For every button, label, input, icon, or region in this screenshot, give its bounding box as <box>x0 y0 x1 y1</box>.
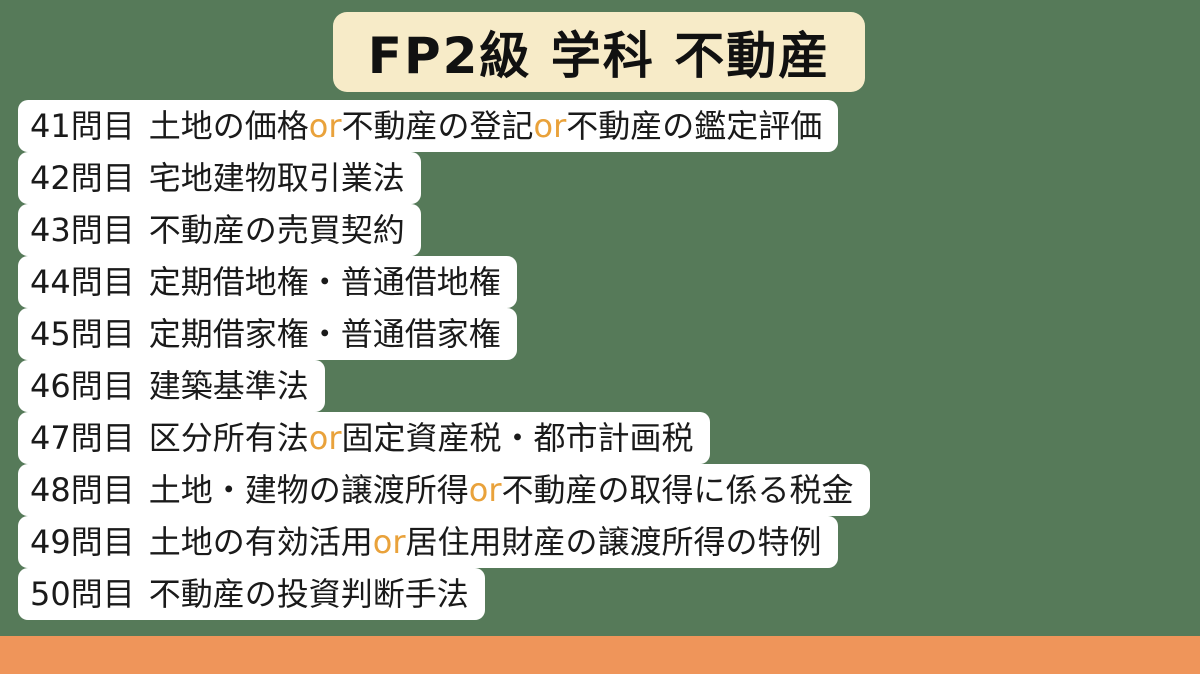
topic-text: 不動産の登記 <box>341 107 534 145</box>
topic-text: 不動産の売買契約 <box>148 211 405 249</box>
question-number: 47問目 <box>30 419 135 457</box>
topic-text: 不動産の投資判断手法 <box>148 575 469 613</box>
topic-text: 宅地建物取引業法 <box>148 159 405 197</box>
question-number: 46問目 <box>30 367 135 405</box>
or-connector: or <box>372 523 406 561</box>
topic-text: 区分所有法 <box>148 419 309 457</box>
topic-text: 定期借家権・普通借家権 <box>148 315 501 353</box>
topic-text: 土地の有効活用 <box>148 523 373 561</box>
topic-text: 土地の価格 <box>148 107 309 145</box>
page-title-text: FP2級 学科 不動産 <box>367 27 831 85</box>
or-connector: or <box>533 107 567 145</box>
topic-text: 土地・建物の譲渡所得 <box>148 471 469 509</box>
question-number: 42問目 <box>30 159 135 197</box>
list-item: 48問目土地・建物の譲渡所得or不動産の取得に係る税金 <box>18 464 870 516</box>
list-item: 49問目土地の有効活用or居住用財産の譲渡所得の特例 <box>18 516 838 568</box>
question-number: 43問目 <box>30 211 135 249</box>
list-item: 44問目定期借地権・普通借地権 <box>18 256 517 308</box>
list-item: 41問目土地の価格or不動産の登記or不動産の鑑定評価 <box>18 100 839 152</box>
question-number: 44問目 <box>30 263 135 301</box>
topic-text: 不動産の取得に係る税金 <box>501 471 854 509</box>
question-number: 50問目 <box>30 575 135 613</box>
or-connector: or <box>308 419 342 457</box>
list-item: 47問目区分所有法or固定資産税・都市計画税 <box>18 412 710 464</box>
topic-text: 居住用財産の譲渡所得の特例 <box>405 523 822 561</box>
bottom-strip <box>0 636 1200 674</box>
or-connector: or <box>468 471 502 509</box>
list-item: 46問目建築基準法 <box>18 360 325 412</box>
topic-text: 建築基準法 <box>148 367 309 405</box>
page-title: FP2級 学科 不動産 <box>333 12 865 92</box>
or-connector: or <box>308 107 342 145</box>
list-item: 42問目宅地建物取引業法 <box>18 152 421 204</box>
list-item: 50問目不動産の投資判断手法 <box>18 568 485 620</box>
question-number: 45問目 <box>30 315 135 353</box>
topic-text: 不動産の鑑定評価 <box>566 107 823 145</box>
topic-text: 固定資産税・都市計画税 <box>341 419 694 457</box>
question-number: 49問目 <box>30 523 135 561</box>
list-item: 45問目定期借家権・普通借家権 <box>18 308 517 360</box>
topic-text: 定期借地権・普通借地権 <box>148 263 501 301</box>
list-item: 43問目不動産の売買契約 <box>18 204 421 256</box>
question-number: 41問目 <box>30 107 135 145</box>
question-number: 48問目 <box>30 471 135 509</box>
